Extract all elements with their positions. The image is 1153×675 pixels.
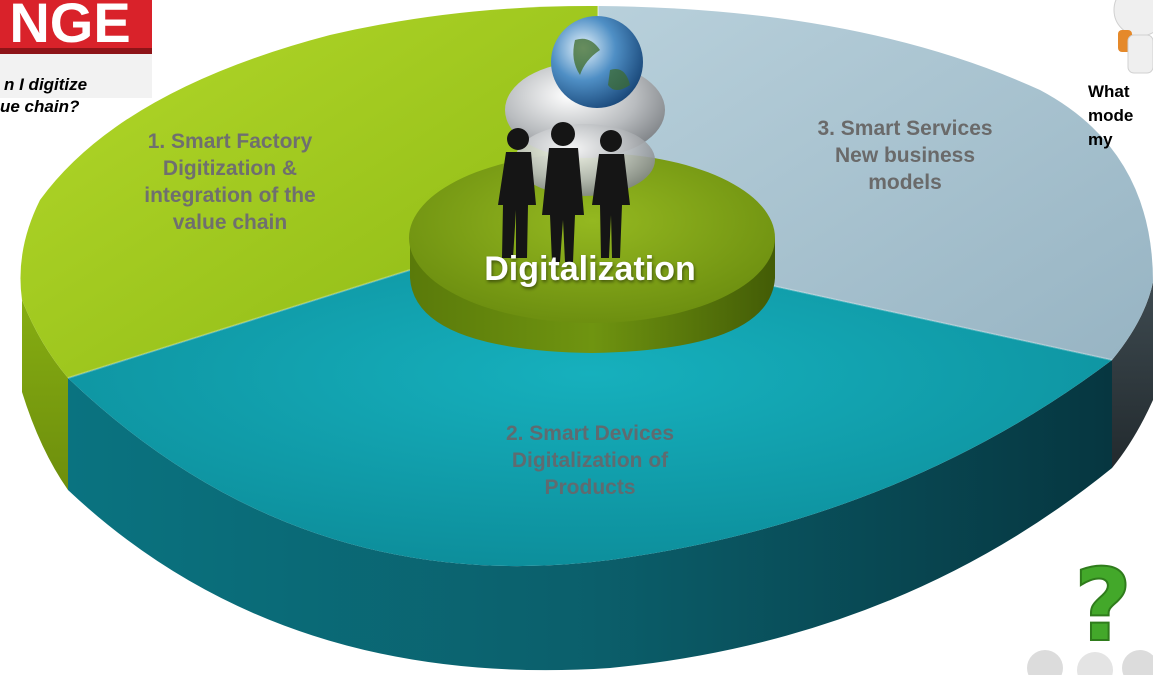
callout-left-line2: ue chain?: [0, 97, 80, 116]
segment-bluegrey: [598, 6, 1153, 360]
side-wall-dark: [1112, 282, 1153, 468]
segment-label-smart-services: 3. Smart Services New business models: [817, 117, 993, 194]
businesspeople-silhouette-icon: [498, 122, 630, 262]
question-mark-icon: ?: [1027, 546, 1153, 675]
pie-top: [20, 5, 1153, 567]
segment-label-smart-devices: 2. Smart Devices Digitalization of Produ…: [505, 422, 675, 499]
center-title: Digitalization: [484, 250, 696, 288]
figure-icon: [1113, 0, 1153, 74]
pie-side-walls: [22, 282, 1153, 671]
banner-text: NGE: [9, 0, 130, 54]
change-banner-image: NGE: [0, 0, 152, 98]
callout-left-line1: n I digitize: [4, 75, 88, 94]
callout-right: What mode my: [1088, 82, 1134, 149]
segment-teal: [68, 270, 1112, 567]
globe-icon: [551, 16, 643, 108]
svg-text:?: ?: [1074, 547, 1132, 664]
side-wall-teal: [68, 360, 1112, 671]
segment-green: [20, 5, 598, 378]
side-wall-green: [22, 300, 68, 490]
segment-label-smart-factory: 1. Smart Factory Digitization & integrat…: [144, 130, 316, 234]
